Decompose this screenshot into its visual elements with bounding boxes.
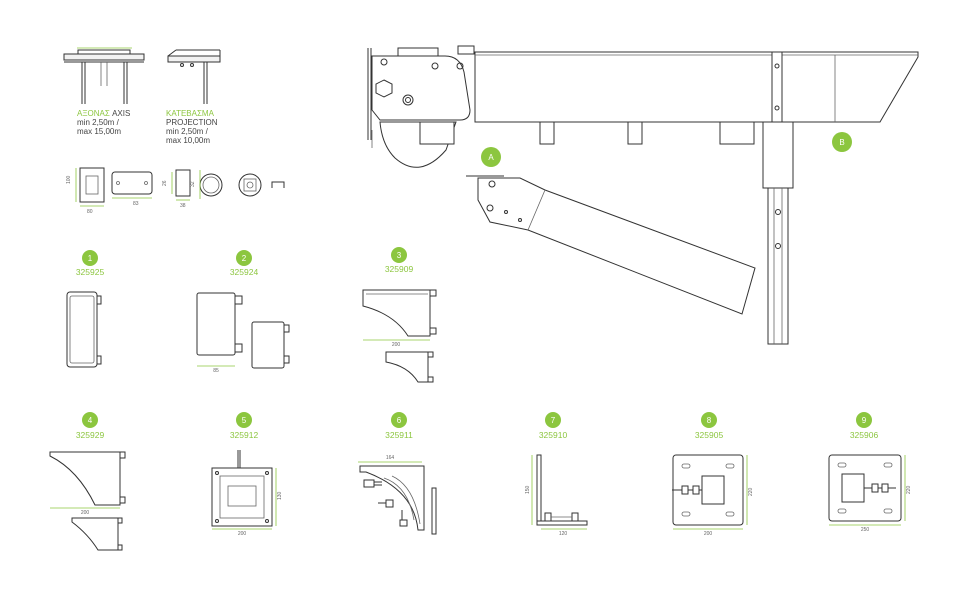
part-number: 5 xyxy=(242,416,247,425)
part-number: 4 xyxy=(88,416,93,425)
part-number: 7 xyxy=(551,416,556,425)
profile-dim-2: 80 xyxy=(87,209,93,215)
part-number-badge: 1 xyxy=(82,250,98,266)
projection-min: min 2,50m / xyxy=(166,127,209,136)
main-assembly xyxy=(367,45,919,345)
part-dimension: 220 xyxy=(906,485,912,494)
profile-dim-4: 26 xyxy=(162,180,168,186)
part-number-badge: 7 xyxy=(545,412,561,428)
callout-b: B xyxy=(832,132,852,152)
profile-section-6 xyxy=(271,181,285,188)
part-number-badge: 3 xyxy=(391,247,407,263)
part-2-drawing: 85 xyxy=(196,292,290,374)
part-code: 325906 xyxy=(850,430,879,440)
axis-diagram xyxy=(63,47,145,104)
part-number-badge: 9 xyxy=(856,412,872,428)
part-dimension: 200 xyxy=(704,531,713,537)
main-beam xyxy=(474,51,919,123)
part-number-badge: 5 xyxy=(236,412,252,428)
part-number-badge: 2 xyxy=(236,250,252,266)
part-5: 5 325912 200 130 xyxy=(211,412,283,537)
part-number-badge: 4 xyxy=(82,412,98,428)
axis-label-en: AXIS xyxy=(112,109,130,118)
profile-section-4: 32 xyxy=(190,170,223,199)
part-dimension: 120 xyxy=(559,531,568,537)
callout-a: A xyxy=(481,147,501,167)
part-number-badge: 6 xyxy=(391,412,407,428)
part-number: 2 xyxy=(242,254,247,263)
part-number: 8 xyxy=(707,416,712,425)
vertical-post xyxy=(767,187,789,345)
part-7-drawing: 150 120 xyxy=(525,454,588,537)
beam-roller xyxy=(419,121,455,145)
beam-roller xyxy=(539,121,555,145)
part-number: 9 xyxy=(862,416,867,425)
part-8: 8 325905 200 220 xyxy=(672,412,754,537)
part-3: 3 325909 200 xyxy=(362,247,437,383)
axis-min: min 2,50m / xyxy=(77,118,120,127)
profile-dim-3: 83 xyxy=(133,201,139,207)
part-5-drawing: 200 130 xyxy=(211,450,283,537)
part-code: 325912 xyxy=(230,430,259,440)
part-7: 7 325910 150 120 xyxy=(525,412,588,537)
part-code: 325929 xyxy=(76,430,105,440)
part-dimension: 200 xyxy=(238,531,247,537)
part-number: 6 xyxy=(397,416,402,425)
profile-section-3: 26 38 xyxy=(162,169,191,209)
axis-max: max 15,00m xyxy=(77,127,121,136)
part-code: 325911 xyxy=(385,430,413,440)
part-1-drawing xyxy=(66,291,102,368)
part-dimension: 200 xyxy=(81,510,90,516)
part-6: 6 325911 164 xyxy=(358,412,437,535)
projection-label-gr: ΚΑΤΕΒΑΣΜΑ xyxy=(166,109,215,118)
part-code: 325905 xyxy=(695,430,724,440)
beam-roller xyxy=(719,121,755,145)
part-dimension: 220 xyxy=(748,487,754,496)
part-4-drawing: 200 xyxy=(49,451,126,551)
part-code: 325925 xyxy=(76,267,105,277)
profile-section-2: 83 xyxy=(111,171,153,207)
part-9-drawing: 250 220 xyxy=(828,454,912,533)
part-code: 325924 xyxy=(230,267,259,277)
projection-max: max 10,00m xyxy=(166,136,210,145)
profile-sections: 100 80 83 26 38 32 xyxy=(66,167,285,215)
projection-label-en: PROJECTION xyxy=(166,118,218,127)
vertical-post-top xyxy=(762,121,794,189)
part-dimension: 130 xyxy=(277,491,283,500)
part-dimension: 250 xyxy=(861,527,870,533)
part-dimension: 200 xyxy=(392,342,401,348)
part-1: 1 325925 xyxy=(66,250,105,368)
part-code: 325910 xyxy=(539,430,568,440)
axis-label-gr: ΑΞΟΝΑΣ xyxy=(77,109,110,118)
part-6-drawing: 164 xyxy=(358,455,437,535)
part-dimension: 150 xyxy=(525,485,531,494)
part-dimension: 85 xyxy=(213,368,219,374)
diagonal-arm xyxy=(477,177,756,315)
callout-b-label: B xyxy=(839,138,844,147)
projection-diagram xyxy=(167,49,221,104)
part-3-drawing: 200 xyxy=(362,289,437,383)
part-2: 2 325924 85 xyxy=(196,250,290,374)
part-4: 4 325929 200 xyxy=(49,412,126,551)
axis-legend: ΑΞΟΝΑΣ AXIS min 2,50m / max 15,00m xyxy=(63,47,145,136)
part-code: 325909 xyxy=(385,264,414,274)
part-9: 9 325906 250 220 xyxy=(828,412,912,533)
profile-dim-1: 100 xyxy=(66,175,72,184)
beam-roller xyxy=(627,121,643,145)
callout-a-label: A xyxy=(488,153,494,162)
part-8-drawing: 200 220 xyxy=(672,454,754,537)
profile-section-5 xyxy=(238,173,262,197)
profile-section-1: 100 80 xyxy=(66,167,105,215)
part-number-badge: 8 xyxy=(701,412,717,428)
projection-legend: ΚΑΤΕΒΑΣΜΑ PROJECTION min 2,50m / max 10,… xyxy=(166,49,221,145)
svg-text:ΑΞΟΝΑΣ AXIS: ΑΞΟΝΑΣ AXIS xyxy=(77,109,130,118)
part-dimension: 164 xyxy=(386,455,395,461)
profile-dim-6: 32 xyxy=(190,181,196,187)
part-number: 1 xyxy=(88,254,93,263)
part-number: 3 xyxy=(397,251,402,260)
wall-bracket xyxy=(371,55,471,121)
profile-dim-5: 38 xyxy=(180,203,186,209)
